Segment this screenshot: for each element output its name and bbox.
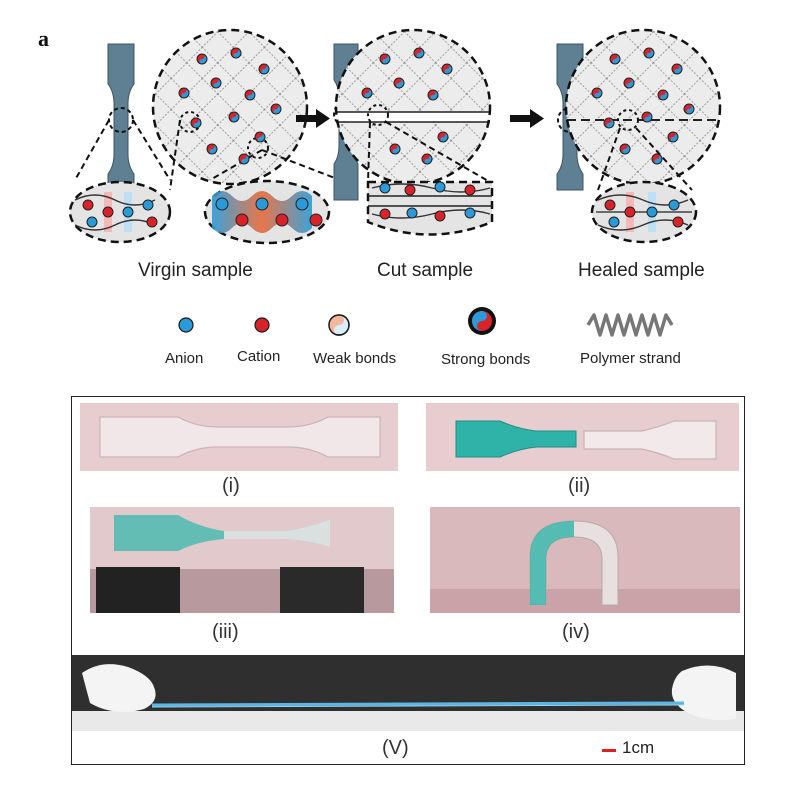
self-healing-schematic [68,28,722,337]
network-ion-pair [190,117,202,129]
virgin-weak-bond-zoom [68,180,172,244]
zoom-ion [309,213,323,227]
zoom-ion [142,199,154,211]
network-ion-pair [671,63,683,75]
healed-zoom [590,180,698,244]
network-ion-pair [238,153,250,165]
panel-label: a [38,26,49,51]
zoom-ion [146,216,158,228]
network-ion-pair [379,53,391,65]
network-ion-pair [178,87,190,99]
network-ion-pair [643,47,655,59]
network-ion-pair [244,89,256,101]
cation-icon [254,317,270,333]
weak-bond-icon [328,314,350,336]
network-ion-pair [657,89,669,101]
cut-network-circle [334,28,492,186]
zoom-ion [235,213,249,227]
legend-polymer-strand-label: Polymer strand [580,350,681,367]
network-ion-pair [254,131,266,143]
network-ion-pair [651,153,663,165]
network-ion-pair [258,63,270,75]
network-ion-pair [228,111,240,123]
network-ion-pair [206,143,218,155]
network-ion-pair [196,53,208,65]
network-ion-pair [421,153,433,165]
legend-anion-label: Anion [165,350,204,367]
legend-weak-bonds-label: Weak bonds [313,350,397,367]
photo-label-iii: (iii) [212,621,239,643]
zoom-ion [102,206,114,218]
network-ion-pair [619,143,631,155]
legend-cation-label: Cation [237,348,281,365]
arrow-2 [510,109,544,128]
virgin-sample-caption: Virgin sample [138,260,253,281]
healed-sample-caption: Healed sample [578,260,705,281]
photo-label-v: (V) [382,737,409,759]
photo-label-ii: (ii) [568,475,591,497]
zoom-ion [275,213,289,227]
network-ion-pair [683,103,695,115]
network-ion-pair [603,117,615,129]
zoom-ion [255,197,269,211]
zoom-ion [379,182,391,194]
zoom-ion [672,216,684,228]
zoom-ion [604,199,616,211]
strong-bond-icon [468,307,496,335]
network-ion-pair [441,63,453,75]
zoom-ion [464,184,476,196]
network-ion-pair [609,53,621,65]
zoom-ion [646,206,658,218]
zoom-ion [608,216,620,228]
zoom-ion [434,181,446,193]
zoom-ion [464,207,476,219]
photo-stretched-strand [72,655,744,731]
healed-network-circle [564,28,722,186]
cut-zoom [366,180,494,236]
photo-virgin-dogbone [80,403,398,471]
photo-label-iv: (iv) [562,621,590,643]
network-ion-pair [427,89,439,101]
network-ion-pair [389,143,401,155]
network-ion-pair [641,111,653,123]
network-ion-pair [210,77,222,89]
scale-bar-label: 1cm [622,738,655,757]
zoom-ion [379,208,391,220]
photo-bent-sample [430,507,740,613]
scale-bar [602,749,616,752]
zoom-ion [406,207,418,219]
arrow-1 [296,109,330,128]
network-ion-pair [361,87,373,99]
photo-label-i: (i) [222,475,240,497]
photo-panel: (i) (ii) (iii) (iv) [71,396,745,765]
zoom-ion [86,216,98,228]
zoom-ion [215,197,229,211]
network-ion-pair [393,77,405,89]
virgin-strong-bond-zoom [203,179,331,245]
network-ion-pair [591,87,603,99]
network-ion-pair [623,77,635,89]
zoom-ion [668,199,680,211]
network-ion-pair [413,47,425,59]
polymer-strand-icon [586,313,674,337]
photo-half-dyed-dogbone [426,403,739,471]
photo-healed-bridge [90,507,394,613]
zoom-ion [295,197,309,211]
zoom-ion [434,210,446,222]
network-ion-pair [437,131,449,143]
cut-sample-caption: Cut sample [377,260,474,281]
network-ion-pair [667,131,679,143]
zoom-ion [624,206,636,218]
network-ion-pair [230,47,242,59]
network-ion-pair [270,103,282,115]
zoom-ion [122,206,134,218]
legend-strong-bonds-label: Strong bonds [441,351,531,368]
zoom-ion [82,199,94,211]
anion-icon [178,317,194,333]
zoom-ion [404,184,416,196]
